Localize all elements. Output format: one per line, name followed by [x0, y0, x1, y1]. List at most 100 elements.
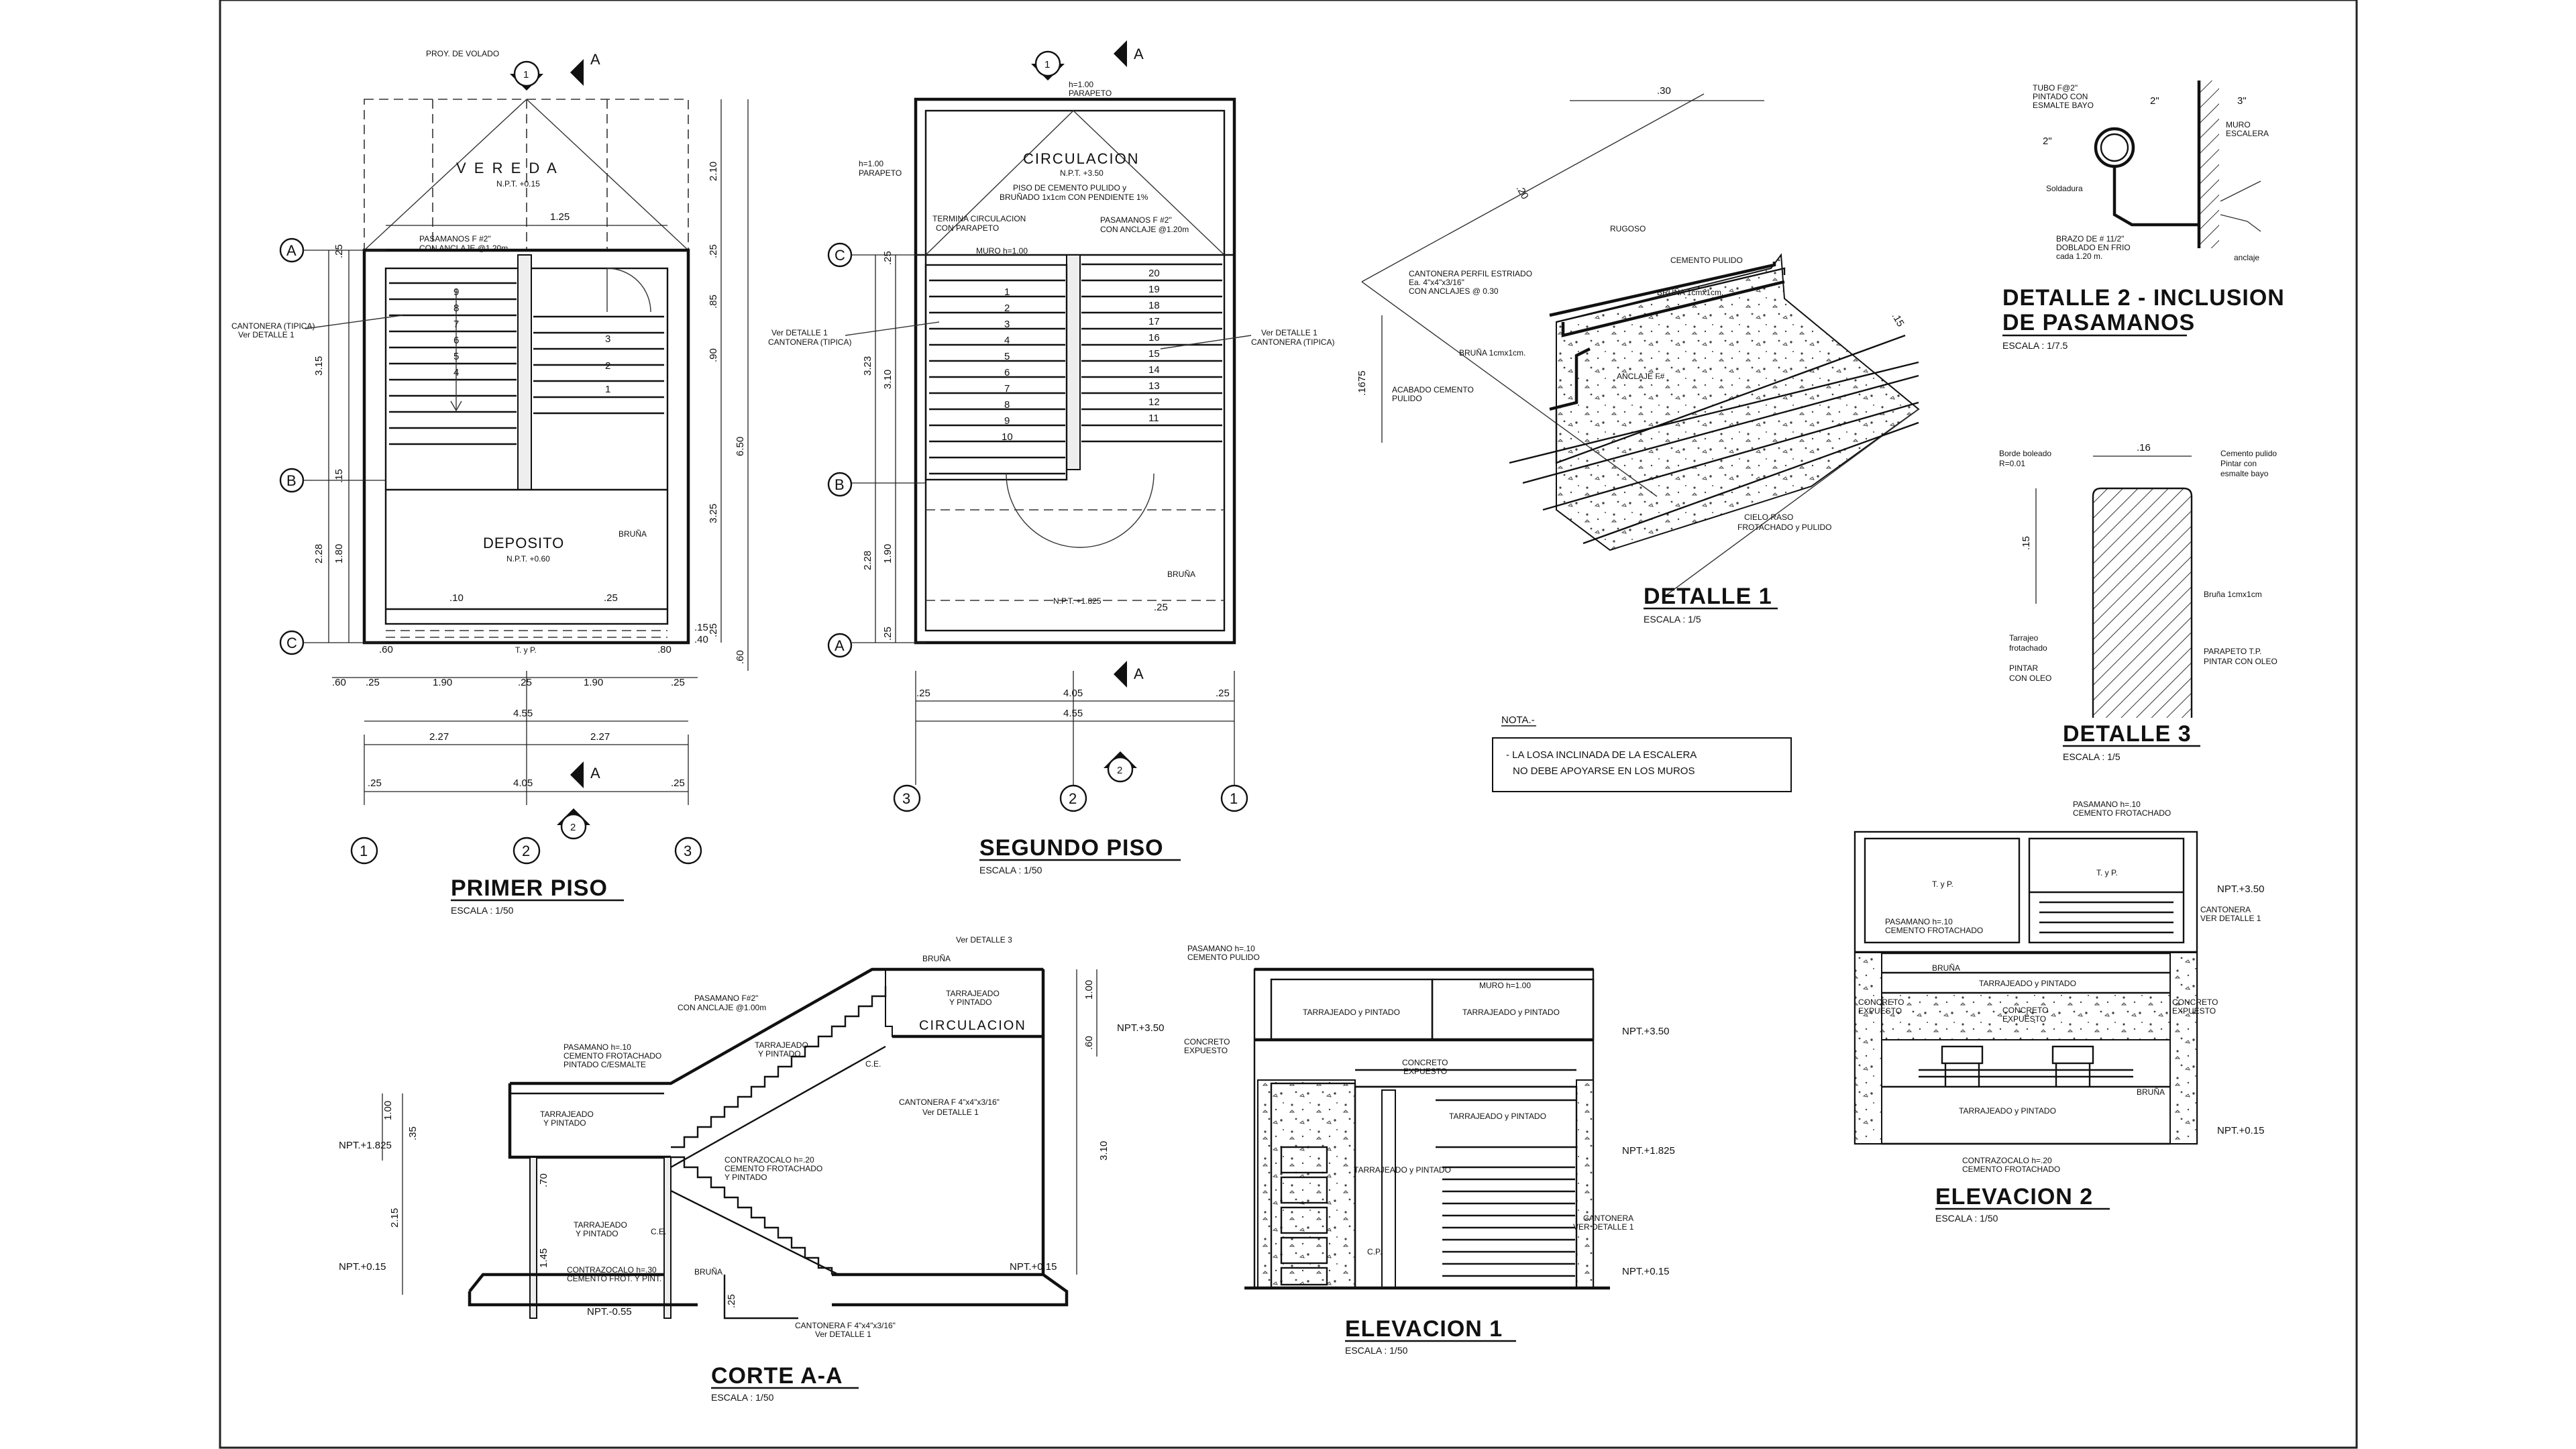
detalle2-title: DETALLE 2 - INCLUSION [2002, 285, 2285, 311]
tarrajeado-label: TARRAJEADO y PINTADO [1303, 1008, 1400, 1017]
tarrajeado-label: TARRAJEADO y PINTADO [1959, 1106, 2056, 1116]
step-label: 7 [453, 319, 459, 330]
scale-label: ESCALA : 1/5 [2063, 751, 2121, 762]
muro-label: ESCALERA [2226, 129, 2269, 138]
axis-label: 1 [1230, 790, 1238, 807]
step-label: 12 [1148, 396, 1160, 408]
tarrajeado-label: TARRAJEADO [755, 1040, 808, 1050]
dim: 1.45 [538, 1248, 549, 1268]
npt-deposito: N.P.T. +0.60 [506, 554, 550, 564]
bruna-label: Bruña 1cmx1cm [2204, 590, 2262, 599]
termina-label: CON PARAPETO [936, 223, 999, 233]
ce-label: C.E. [865, 1059, 881, 1069]
borde-label: R=0.01 [1999, 459, 2025, 468]
tarrajeado-label: TARRAJEADO [574, 1220, 627, 1230]
tubo-label: ESMALTE BAYO [2033, 101, 2094, 110]
svg-text:A: A [1134, 665, 1144, 682]
dim: 3.23 [862, 356, 873, 376]
tarrajeo-label: Tarrajeo [2009, 633, 2039, 643]
h100-label: h=1.00 [1069, 80, 1093, 89]
bruna-label: BRUÑA [922, 954, 951, 963]
npt-label: NPT.-0.55 [587, 1306, 632, 1318]
h100-label: h=1.00 [859, 159, 883, 168]
axis-label: 3 [902, 790, 910, 807]
pasamano-label: CEMENTO PULIDO [1187, 953, 1260, 962]
cantonera-label: Ver DETALLE 1 [922, 1108, 979, 1117]
cemento-label: Cemento pulido [2220, 449, 2277, 458]
dim: .60 [379, 644, 393, 655]
cantonera-label: CANTONERA (TIPICA) [231, 321, 315, 331]
step-label: 11 [1148, 413, 1159, 424]
npt-label: NPT.+3.50 [1622, 1026, 1669, 1037]
anclaje-label: ANCLAJE F# [1617, 372, 1665, 381]
nota-title: NOTA.- [1501, 714, 1535, 726]
dim: 2.28 [862, 551, 873, 570]
axis-label: B [835, 476, 845, 493]
detalle-3: .16 .15 Borde boleado R=0.01 Cemento pul… [1999, 442, 2277, 762]
dim: 2.28 [313, 544, 325, 564]
step-label: 4 [453, 367, 459, 378]
concreto-label: EXPUESTO [1184, 1046, 1228, 1055]
section-marker-1: 1 [1031, 50, 1065, 80]
dim: .60 [735, 650, 746, 664]
cantonera-label: VER DETALLE 1 [2200, 914, 2261, 923]
npt-vereda: N.P.T. +0.15 [496, 179, 540, 189]
dim: .25 [1154, 602, 1168, 613]
svg-text:2: 2 [1117, 765, 1122, 776]
dim: .25 [882, 627, 894, 641]
dim: 4.55 [513, 708, 533, 719]
dim: 3.10 [1098, 1141, 1110, 1161]
dim: .16 [2137, 442, 2151, 453]
pasamanos-label: PASAMANOS F #2" [419, 234, 491, 244]
piso-label: BRUÑADO 1x1cm CON PENDIENTE 1% [1000, 193, 1148, 202]
tarrajeado-label: Y PINTADO [758, 1049, 801, 1059]
scale-label: ESCALA : 1/7.5 [2002, 340, 2068, 351]
npt-label: NPT.+0.15 [1010, 1261, 1057, 1273]
section-marker-2: 2 [557, 808, 590, 840]
contrazocalo-label: CONTRAZOCALO h=.20 [724, 1155, 814, 1165]
tarrajeado-label: Y PINTADO [576, 1229, 619, 1238]
dim: .10 [449, 592, 464, 604]
circulacion-label: CIRCULACION [1023, 150, 1140, 167]
dim: .25 [368, 777, 382, 789]
nota-line: - LA LOSA INCLINADA DE LA ESCALERA [1506, 749, 1697, 761]
pasamano-label: PINTADO C/ESMALTE [564, 1060, 646, 1069]
cantonera-label: CANTONERA (TIPICA) [1251, 337, 1334, 347]
step-label: 9 [453, 286, 459, 298]
scale-label: ESCALA : 1/5 [1644, 614, 1701, 625]
corte-stairs-upper [670, 986, 887, 1169]
pasamano-label: CEMENTO FROTACHADO [2073, 808, 2171, 818]
dim: .15 [1890, 311, 1907, 329]
step-label: 18 [1148, 300, 1160, 311]
axis-label: A [835, 637, 845, 654]
anclaje-label: CON ANCLAJE @1.20m [1100, 225, 1189, 234]
dim: .25 [604, 592, 618, 604]
svg-text:1: 1 [523, 69, 529, 80]
dim: .90 [708, 348, 719, 362]
cut-marker: A A [570, 51, 600, 788]
dim: .1675 [1356, 370, 1368, 396]
dim: 3.25 [708, 504, 719, 523]
pasamano-label: CON ANCLAJE @1.00m [678, 1003, 766, 1012]
concreto-label: EXPUESTO [2172, 1006, 2216, 1016]
concreto-label: CONCRETO [1184, 1037, 1230, 1046]
cantonera-label: CANTONERA PERFIL ESTRIADO [1409, 269, 1532, 278]
cantonera-label: CANTONERA F 4"x4"x3/16" [899, 1097, 1000, 1107]
contrazocalo-label: CEMENTO FROTACHADO [724, 1164, 822, 1173]
parapeto-label: PARAPETO [859, 168, 902, 178]
bruna-label: BRUÑA [2137, 1087, 2165, 1097]
cantonera-label: Ea. 4"x4"x3/16" [1409, 278, 1464, 287]
concreto-label: CONCRETO [2002, 1006, 2048, 1015]
segundo-piso-plan: 1 2 3 4 5 6 7 8 9 10 20 19 18 17 16 15 1… [768, 40, 1334, 875]
tubo-label: PINTADO CON [2033, 92, 2088, 101]
termina-label: TERMINA CIRCULACION [932, 214, 1026, 223]
contrazocalo-label: CEMENTO FROT. Y PINT. [567, 1274, 661, 1283]
step-label: 5 [453, 351, 459, 362]
section-marker-2: 2 [1104, 751, 1137, 783]
concreto-label: EXPUESTO [1858, 1006, 1902, 1016]
cemento-label: Pintar con [2220, 459, 2257, 468]
step-label: 5 [1004, 351, 1010, 362]
piso-label: PISO DE CEMENTO PULIDO y [1013, 183, 1126, 193]
cantonera-label: CANTONERA [1583, 1214, 1633, 1223]
step-label: 9 [1004, 415, 1010, 427]
